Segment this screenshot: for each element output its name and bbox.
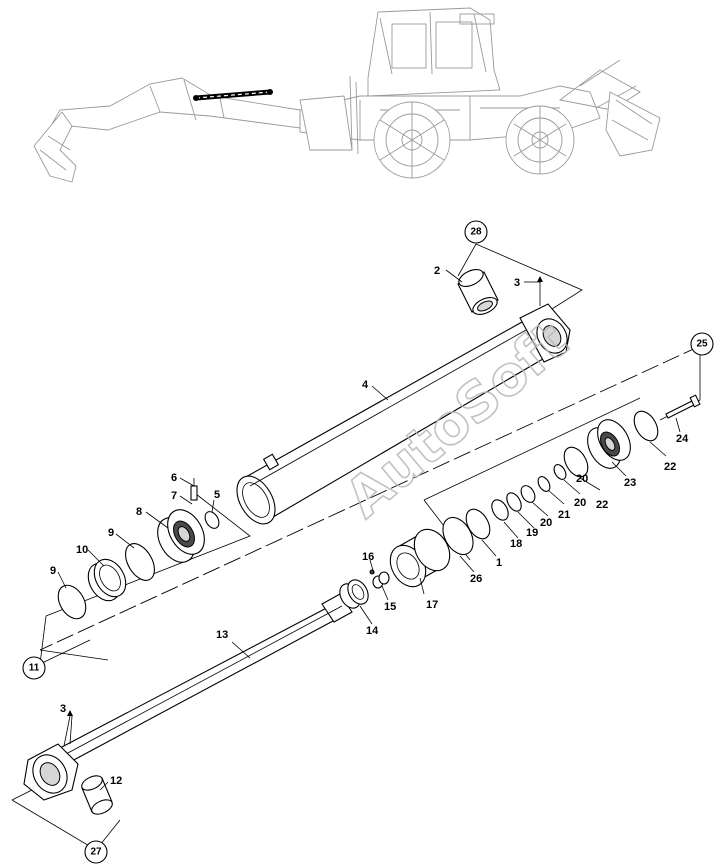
seal-18 [491, 499, 509, 521]
callout-3-top: 3 [514, 277, 520, 289]
cylinder-tube [236, 303, 571, 525]
callout-12: 12 [110, 775, 122, 787]
callout-labels: 2 3 4 6 7 8 5 9 10 9 13 3 12 14 15 16 17… [50, 265, 689, 787]
spacer-14 [339, 579, 369, 609]
seal-1 [465, 508, 491, 540]
assembly-bubble-27: 27 [84, 840, 108, 864]
set-screw [190, 478, 198, 501]
gland-head [389, 528, 451, 588]
callout-2: 2 [434, 265, 440, 277]
bolt-24 [665, 394, 701, 419]
callout-16: 16 [362, 551, 374, 563]
seal-22-b [633, 410, 659, 442]
callout-5: 5 [214, 489, 220, 501]
check-screw [369, 569, 390, 589]
callout-4: 4 [362, 379, 369, 391]
seal-22-a [563, 446, 589, 478]
o-ring-5 [204, 511, 220, 529]
callout-3-bottom: 3 [60, 703, 66, 715]
bubble-11-label: 11 [29, 663, 40, 674]
callout-leaders [57, 269, 681, 791]
callout-15: 15 [384, 601, 396, 613]
wear-ring-10 [87, 558, 127, 602]
seal-21 [537, 476, 551, 492]
seal-20-a [520, 485, 536, 503]
grease-fitting-top [537, 276, 543, 306]
callout-20-b: 20 [574, 497, 586, 509]
assembly-bubble-28: 28 [464, 220, 488, 244]
bubble-27-label: 27 [90, 847, 102, 858]
callout-9-right: 9 [108, 527, 114, 539]
ring-9-right [125, 543, 155, 581]
callout-1: 1 [496, 557, 502, 569]
callout-17: 17 [426, 599, 438, 611]
bubble-28-label: 28 [470, 227, 482, 238]
callout-21: 21 [558, 509, 570, 521]
highlighted-boom-cylinder [193, 89, 273, 101]
piston-right [587, 419, 631, 469]
callout-8: 8 [136, 506, 142, 518]
piston-rod [23, 593, 353, 801]
callout-7: 7 [171, 490, 177, 502]
bushing-top [457, 269, 499, 315]
callout-24: 24 [676, 433, 689, 445]
callout-20-a: 20 [540, 517, 552, 529]
bubble-25-label: 25 [696, 339, 708, 350]
assembly-bubble-25: 25 [690, 332, 714, 356]
assembly-bubble-11: 11 [22, 656, 46, 680]
seal-20-b [553, 464, 567, 480]
assembly-outline-28 [457, 243, 583, 315]
backhoe-loader-illustration [33, 7, 661, 183]
callout-22-a: 22 [596, 499, 608, 511]
callout-20-c: 20 [576, 473, 588, 485]
callout-13: 13 [216, 629, 228, 641]
callout-14: 14 [366, 625, 379, 637]
callout-19: 19 [526, 527, 538, 539]
bushing-bottom [81, 775, 113, 815]
seal-19 [506, 492, 522, 512]
callout-9-left: 9 [50, 565, 56, 577]
grease-fitting-bottom [63, 710, 73, 747]
callout-23: 23 [624, 477, 636, 489]
piston [157, 509, 205, 563]
ring-9-left [57, 584, 87, 620]
callout-18: 18 [510, 538, 522, 550]
callout-10: 10 [76, 544, 88, 556]
callout-6: 6 [171, 472, 177, 484]
callout-26: 26 [470, 573, 482, 585]
callout-22-b: 22 [664, 461, 676, 473]
